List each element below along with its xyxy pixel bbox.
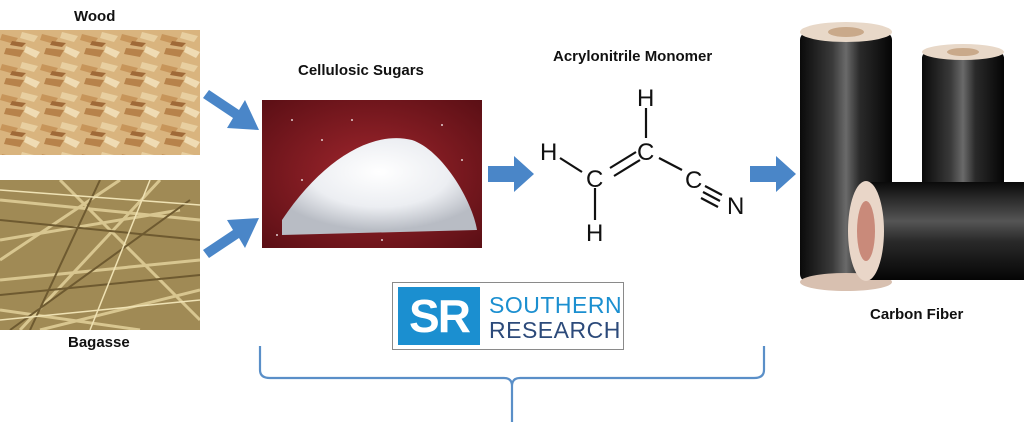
bracket <box>258 346 766 422</box>
carbon-fiber-image <box>796 22 1024 292</box>
wood-label: Wood <box>74 8 116 25</box>
sugar-image <box>262 100 482 248</box>
arrow-sugars-to-monomer <box>488 156 534 192</box>
atom-c3: C <box>685 167 702 194</box>
cellulosic-sugars-label: Cellulosic Sugars <box>298 62 424 79</box>
wood-image <box>0 30 200 155</box>
bagasse-image <box>0 180 200 330</box>
atom-c1: C <box>586 166 603 193</box>
logo-word-southern: SOUTHERN <box>489 292 623 318</box>
logo-mark: SR <box>398 287 480 345</box>
arrow-monomer-to-fiber <box>750 156 796 192</box>
atom-h-bottom: H <box>586 220 603 244</box>
arrow-wood-to-sugars <box>203 90 259 130</box>
southern-research-logo: SR SOUTHERN RESEARCH <box>392 282 624 350</box>
atom-n: N <box>727 193 744 220</box>
atom-h-top: H <box>637 85 654 112</box>
atom-h-left: H <box>540 139 557 166</box>
atom-c2: C <box>637 139 654 166</box>
bagasse-label: Bagasse <box>68 334 130 351</box>
arrow-bagasse-to-sugars <box>203 218 259 258</box>
logo-word-research: RESEARCH <box>489 317 621 343</box>
carbon-fiber-label: Carbon Fiber <box>870 306 964 323</box>
acrylonitrile-structure: H C H C H C N <box>540 85 744 244</box>
acrylonitrile-label: Acrylonitrile Monomer <box>553 48 713 65</box>
